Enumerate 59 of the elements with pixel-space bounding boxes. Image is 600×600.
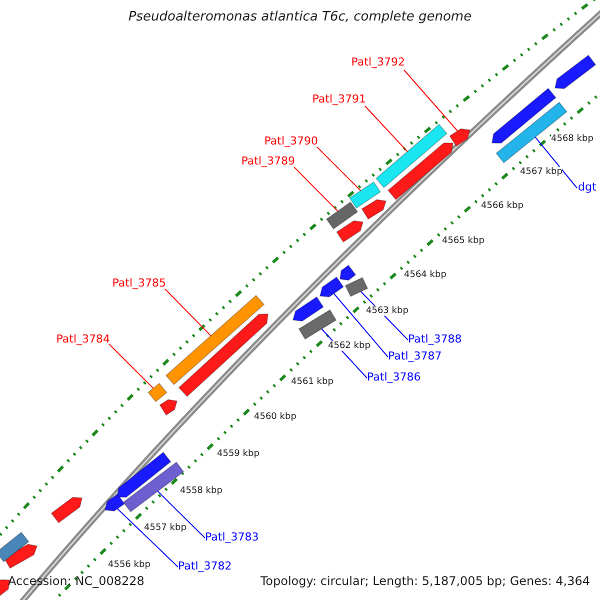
- scale-label: 4559 kbp: [217, 448, 260, 460]
- scale-label: 4562 kbp: [328, 340, 370, 352]
- gene-label: Patl_3787: [388, 350, 442, 364]
- leader-line: [333, 293, 388, 358]
- gene-bar: [375, 124, 448, 188]
- leader-line: [534, 136, 578, 188]
- gene-feature: [319, 276, 344, 298]
- gene-feature: [292, 296, 324, 322]
- gene-feature: [116, 452, 172, 498]
- accession-text: Accession: NC_008228: [8, 575, 144, 589]
- gene-label: Patl_3789: [241, 156, 295, 168]
- leader-line: [108, 344, 154, 389]
- gene-bar: [298, 309, 337, 340]
- leader-line: [404, 70, 458, 132]
- scale-label: 4558 kbp: [180, 486, 222, 496]
- gene-feature: [336, 220, 364, 243]
- gene-bar: [344, 276, 368, 298]
- gene-label: dgt: [578, 182, 596, 194]
- genome-summary: Topology: circular; Length: 5,187,005 bp; Genes: 4,364: [260, 575, 590, 589]
- gene-feature: [50, 496, 83, 524]
- scale-label: 4556 kbp: [108, 560, 150, 570]
- gene-label: Patl_3783: [205, 532, 259, 544]
- leader-line: [164, 288, 212, 336]
- scale-label: 4567 kbp: [520, 166, 562, 178]
- gene-feature: [339, 264, 356, 281]
- gene-label: Patl_3790: [264, 136, 318, 148]
- gene-feature: [449, 128, 471, 147]
- scale-label: 4563 kbp: [366, 306, 408, 316]
- leader-line: [157, 490, 206, 538]
- gene-feature: [387, 142, 454, 200]
- scale-label: 4561 kbp: [291, 376, 334, 388]
- scale-label: 4566 kbp: [481, 200, 524, 212]
- gene-label: Patl_3791: [312, 94, 366, 106]
- gene-bar: [326, 201, 358, 230]
- gene-bar: [148, 382, 168, 402]
- gene-bar: [165, 294, 265, 386]
- scale-label: 4557 kbp: [144, 522, 186, 534]
- gene-label: Patl_3782: [178, 560, 232, 574]
- gene-feature: [178, 313, 269, 398]
- gene-feature: [361, 199, 387, 220]
- scale-label: 4564 kbp: [404, 270, 446, 280]
- leader-line: [316, 146, 362, 192]
- gene-label: Patl_3784: [56, 334, 110, 346]
- gene-label: Patl_3788: [408, 334, 462, 346]
- gene-label: Patl_3792: [351, 56, 405, 70]
- leader-line: [364, 106, 408, 152]
- leader-line: [294, 166, 338, 212]
- scale-label: 4565 kbp: [442, 236, 484, 246]
- gene-feature: [159, 399, 178, 416]
- gene-feature: [554, 54, 596, 90]
- gene-feature: [104, 493, 126, 512]
- gene-label: Patl_3785: [112, 278, 166, 290]
- gene-label: Patl_3786: [367, 372, 421, 384]
- scale-label: 4560 kbp: [254, 412, 296, 422]
- map-title: Pseudoalteromonas atlantica T6c, complete genome: [128, 10, 472, 26]
- gene-bar: [0, 532, 30, 562]
- scale-label: 4568 kbp: [551, 134, 594, 144]
- leader-line: [116, 508, 178, 568]
- gene-bar: [349, 181, 381, 209]
